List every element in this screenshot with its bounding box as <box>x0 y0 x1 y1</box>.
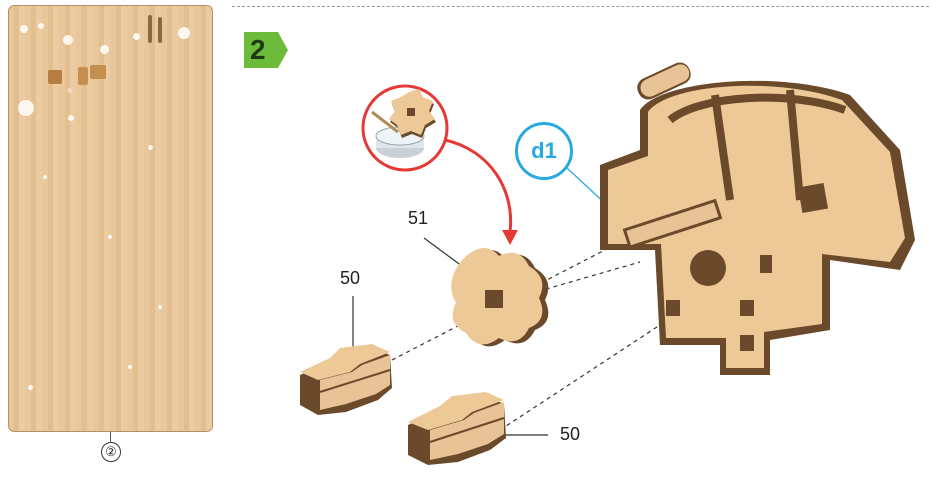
part-51 <box>451 247 549 347</box>
wood-parts-sheet <box>8 5 213 432</box>
label-part-50-left: 50 <box>340 268 361 288</box>
callout-d1: d1 <box>515 122 573 180</box>
gear-part-icon <box>389 89 436 138</box>
main-model <box>600 62 915 376</box>
top-divider <box>232 6 929 7</box>
label-part-50-right: 50 <box>560 424 581 444</box>
sheet-number: ② <box>101 442 121 462</box>
glue-callout <box>361 84 518 245</box>
part-50-left <box>300 344 392 415</box>
step-number: 2 <box>250 34 266 65</box>
part-50-right <box>408 392 506 465</box>
step-badge <box>244 32 288 68</box>
label-part-51: 51 <box>408 208 429 228</box>
assembly-guides <box>391 236 661 431</box>
sheet-leader-line <box>110 432 111 442</box>
